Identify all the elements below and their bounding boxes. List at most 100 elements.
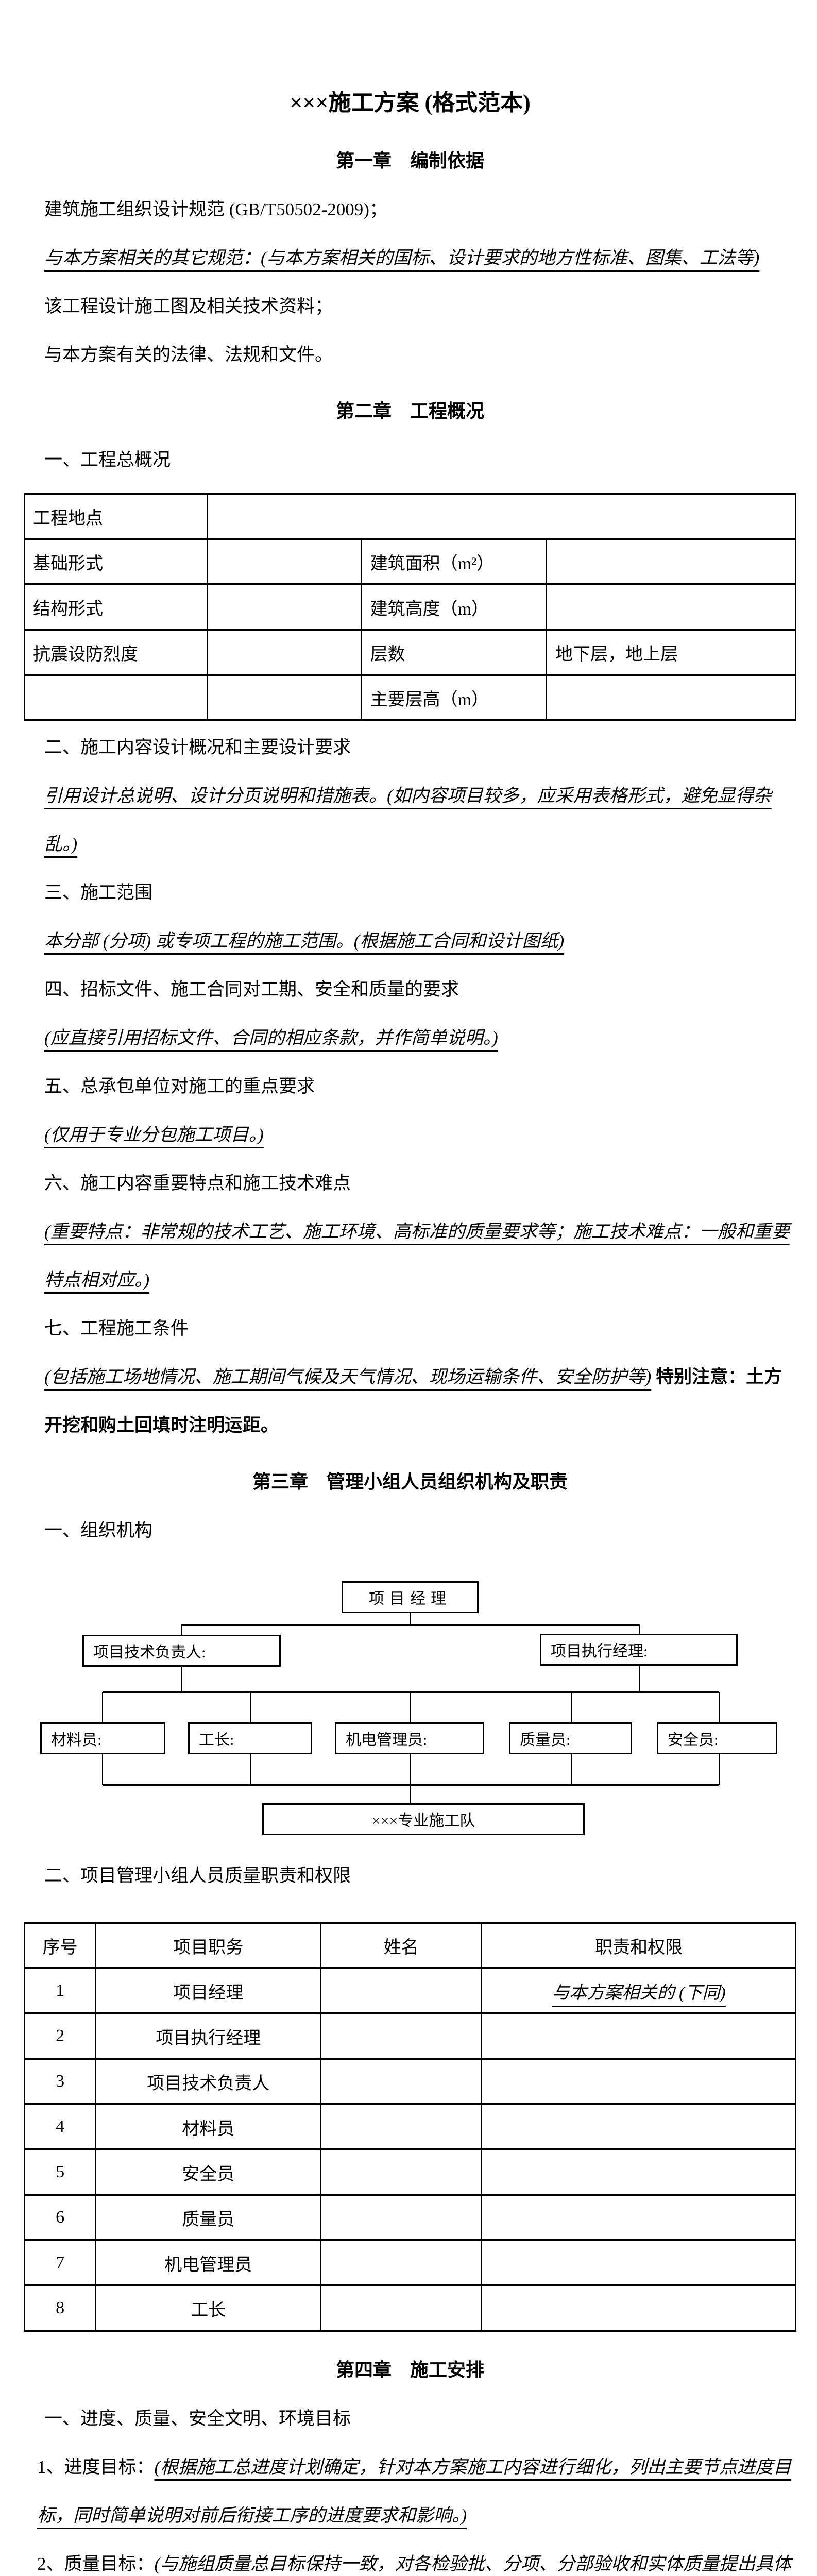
paragraph: 该工程设计施工图及相关技术资料； (24, 282, 796, 331)
table-cell: 抗震设防烈度 (23, 629, 208, 676)
table-cell (546, 674, 796, 721)
org-connector-line (250, 1754, 251, 1785)
org-connector-line (182, 1624, 640, 1626)
org-box-tech-lead: 项目技术负责人: (82, 1635, 281, 1667)
table-cell: 机电管理员 (95, 2239, 321, 2286)
column-header: 职责和权限 (481, 1922, 796, 1969)
table-cell: 3 (23, 2058, 97, 2105)
table-cell: 工长 (95, 2284, 321, 2332)
table-cell (207, 538, 362, 585)
table-cell: 5 (23, 2148, 97, 2196)
org-connector-line (410, 1785, 411, 1804)
underlined-note-text: 本分部 (分项) 或专项工程的施工范围。(根据施工合同和设计图纸) (44, 931, 565, 951)
table-cell (207, 674, 362, 721)
org-box-electromech-manager: 机电管理员: (335, 1722, 484, 1754)
table-cell: 基础形式 (23, 538, 208, 585)
org-connector-line (102, 1754, 103, 1785)
section-heading: 四、招标文件、施工合同对工期、安全和质量的要求 (44, 979, 459, 999)
doc-title: ×××施工方案 (格式范本) (290, 90, 531, 115)
table-cell (320, 2103, 483, 2150)
text-run: 1、进度目标： (37, 2457, 155, 2477)
table-cell (546, 538, 796, 585)
table-cell (481, 2012, 796, 2060)
org-box-project-manager: 项目经理 (342, 1581, 479, 1613)
org-box-foreman: 工长: (188, 1722, 312, 1754)
table-cell: 建筑高度（m） (361, 583, 548, 631)
paragraph: (包括施工场地情况、施工期间气候及天气情况、现场运输条件、安全防护等) 特别注意… (24, 1353, 796, 1450)
chapter-heading: 第一章 编制依据 (335, 150, 484, 171)
paragraph: 1、进度目标：(根据施工总进度计划确定，针对本方案施工内容进行细化，列出主要节点… (24, 2443, 796, 2540)
underlined-note-text: (根据施工总进度计划确定，针对本方案施工内容进行细化，列出主要节点进度目标，同时… (37, 2457, 792, 2526)
table-cell (320, 2148, 483, 2196)
text-run: 该工程设计施工图及相关技术资料； (44, 296, 333, 316)
table-row: 结构形式 建筑高度（m） (23, 583, 796, 631)
org-box-exec-manager: 项目执行经理: (540, 1634, 738, 1666)
table-header-row: 序号项目职务姓名职责和权限 (23, 1922, 796, 1969)
table-cell: 6 (23, 2194, 97, 2241)
paragraph: 建筑施工组织设计规范 (GB/T50502-2009)； (24, 185, 796, 234)
underlined-note-text: (重要特点：非常规的技术工艺、施工环境、高标准的质量要求等；施工技术难点：一般和… (44, 1222, 790, 1290)
org-connector-line (250, 1692, 251, 1723)
table-cell (207, 493, 796, 540)
table-cell: 结构形式 (23, 583, 208, 631)
org-connector-line (571, 1754, 572, 1785)
project-overview-table: 工程地点基础形式建筑面积（m²）结构形式建筑高度（m）抗震设防烈度层数地下层，地… (23, 493, 796, 721)
text-run: 2、质量目标： (37, 2554, 155, 2574)
doc-body: 第一章 编制依据建筑施工组织设计规范 (GB/T50502-2009)； 与本方案… (23, 136, 796, 2576)
table-cell: 质量员 (95, 2194, 321, 2241)
section-heading: 二、项目管理小组人员质量职责和权限 (44, 1866, 351, 1886)
table-cell (23, 674, 208, 721)
table-cell (481, 2239, 796, 2286)
text-run: 建筑施工组织设计规范 (GB/T50502-2009)； (44, 199, 387, 219)
org-connector-line (181, 1667, 182, 1692)
column-header: 项目职务 (95, 1922, 321, 1969)
table-cell (207, 583, 362, 631)
org-connector-line (639, 1624, 640, 1635)
org-box-quality-inspector: 质量员: (509, 1722, 632, 1754)
section-heading: 一、组织机构 (44, 1520, 153, 1540)
org-box-safety-officer: 安全员: (657, 1722, 777, 1754)
column-header: 姓名 (320, 1922, 483, 1969)
underlined-note-text: 与本方案相关的 (下同) (552, 1983, 726, 2003)
table-cell: 2 (23, 2012, 97, 2060)
table-cell (320, 2058, 483, 2105)
underlined-note-text: 与本方案相关的其它规范：(与本方案相关的国标、设计要求的地方性标准、图集、工法等… (44, 248, 760, 268)
table-cell: 4 (23, 2103, 97, 2150)
org-box-material-clerk: 材料员: (40, 1722, 165, 1754)
paragraph: (应直接引用招标文件、合同的相应条款，并作简单说明。) (24, 1014, 796, 1062)
section-heading: 六、施工内容重要特点和施工技术难点 (44, 1173, 351, 1193)
table-cell (481, 2058, 796, 2105)
table-cell: 8 (23, 2284, 97, 2332)
table-row: 工程地点 (23, 493, 796, 540)
org-connector-line (410, 1613, 411, 1625)
table-cell (320, 1967, 483, 2014)
org-box-construction-team: ×××专业施工队 (262, 1803, 585, 1835)
org-connector-line (181, 1624, 182, 1636)
table-cell: 地下层，地上层 (546, 629, 796, 676)
org-chart: 项目经理项目技术负责人: 项目执行经理: 材料员: 工长: 机电管理员: 质量员: 安全员:… (24, 1569, 796, 1842)
table-cell (481, 2103, 796, 2150)
chapter-heading: 第二章 工程概况 (335, 401, 484, 421)
table-cell (481, 2148, 796, 2196)
table-cell (320, 2194, 483, 2241)
bold-note-text: 特别注意：土方开挖和购土回填时注明运距。 (44, 1367, 782, 1435)
section-heading: 一、工程总概况 (44, 450, 171, 470)
paragraph: 2、质量目标：(与施组质量总目标保持一致，对各检验批、分项、分部验收和实体质量提… (24, 2540, 796, 2576)
table-cell: 与本方案相关的 (下同) (481, 1967, 796, 2014)
table-cell: 7 (23, 2239, 97, 2286)
paragraph: 与本方案有关的法律、法规和文件。 (24, 331, 796, 379)
paragraph: 本分部 (分项) 或专项工程的施工范围。(根据施工合同和设计图纸) (24, 917, 796, 965)
underlined-note-text: (应直接引用招标文件、合同的相应条款，并作简单说明。) (44, 1028, 498, 1048)
table-cell: 项目技术负责人 (95, 2058, 321, 2105)
underlined-note-text: (包括施工场地情况、施工期间气候及天气情况、现场运输条件、安全防护等) (44, 1367, 652, 1387)
org-connector-line (719, 1754, 720, 1785)
section-heading: 一、进度、质量、安全文明、环境目标 (44, 2409, 351, 2429)
